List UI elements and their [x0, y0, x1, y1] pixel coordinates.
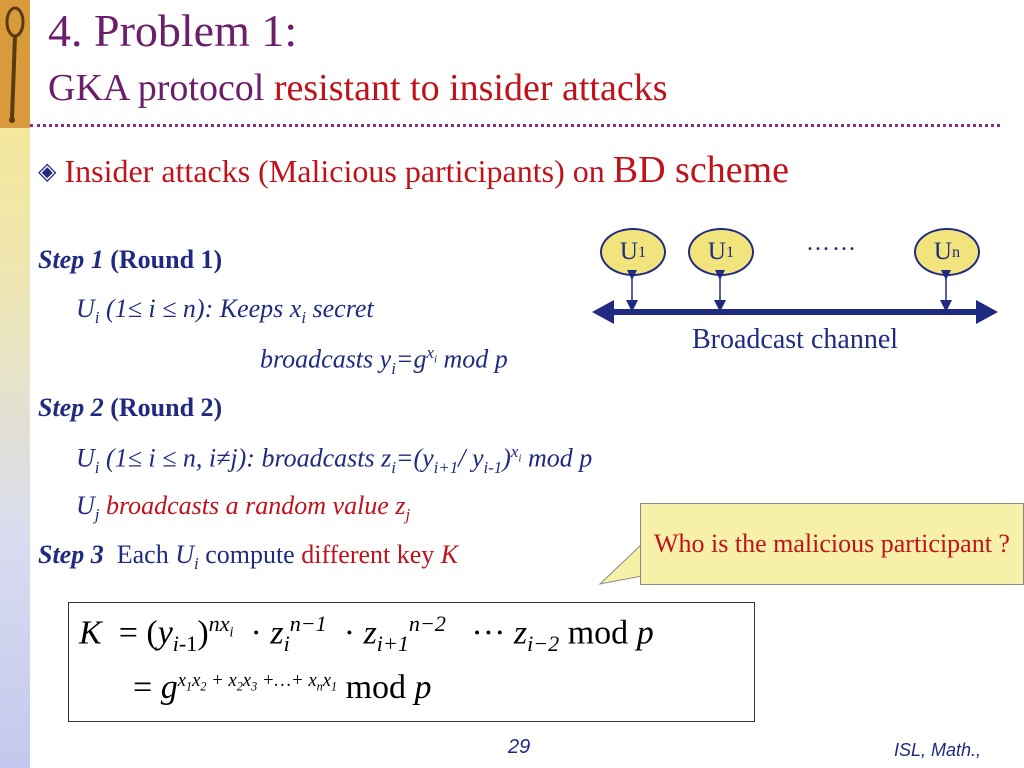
- step3-k: K: [440, 540, 459, 569]
- subtitle-part2: resistant to insider attacks: [273, 67, 668, 109]
- step1-broadcast: broadcasts yi=gxi mod p: [260, 343, 508, 378]
- step2-heading: Step 2 (Round 2): [38, 393, 222, 423]
- step3-compute: compute: [205, 540, 295, 569]
- step1-keeps-text: (1≤ i ≤ n): Keeps: [105, 294, 284, 323]
- step1-mod: mod p: [443, 344, 508, 374]
- step3-line: Step 3 Each Ui compute different key K: [38, 540, 459, 574]
- step2-malicious: Uj broadcasts a random value zj: [76, 491, 411, 525]
- step2-eq: =(y: [395, 443, 434, 473]
- title-separator: [30, 124, 1000, 127]
- step1-broadcast-text: broadcasts y: [260, 344, 392, 374]
- channel-arrow-left-icon: [592, 300, 614, 324]
- page-number: 29: [508, 736, 531, 758]
- user-subscript: 1: [725, 242, 735, 261]
- sidebar-gradient: [0, 0, 30, 768]
- step2-mod: mod p: [527, 443, 593, 473]
- step2-malicious-text: broadcasts a random value z: [105, 491, 406, 520]
- step1-eq: =g: [395, 344, 427, 374]
- step3-label: Step 3: [38, 540, 104, 569]
- diamond-bullet-icon: ◈: [38, 159, 57, 185]
- step2-round: (Round 2): [110, 393, 223, 422]
- step3-each: Each: [116, 540, 169, 569]
- user-label: U: [707, 238, 726, 265]
- user-subscript: 1: [637, 242, 647, 261]
- key-formula-box: K = (yi-1)nxi · zin−1 · zi+1n−2 ··· zi−2…: [68, 602, 755, 722]
- diagram-ellipsis: ……: [806, 230, 858, 256]
- broadcast-channel-label: Broadcast channel: [692, 324, 899, 355]
- callout-text: Who is the malicious participant ?: [654, 529, 1010, 558]
- subtitle-part1: GKA protocol: [48, 67, 265, 109]
- user-subscript: n: [951, 242, 961, 261]
- bullet-emphasis: BD scheme: [612, 149, 789, 191]
- step2-broadcast: Ui (1≤ i ≤ n, i≠j): broadcasts zi=(yi+1/…: [76, 442, 593, 477]
- footer-text: ISL, Math.,: [894, 740, 982, 760]
- step2-label: Step 2: [38, 393, 104, 422]
- formula-line2: = gx1x2 + x2x3 +…+ xnx1 mod p: [133, 669, 432, 706]
- user-label: U: [933, 238, 952, 265]
- step2-cond-text: (1≤ i ≤ n, i≠j): broadcasts z: [105, 443, 392, 473]
- step1-keeps: Ui (1≤ i ≤ n): Keeps xi secret: [76, 294, 374, 328]
- step2-slash: / y: [458, 443, 484, 473]
- broadcast-channel-diagram: [592, 270, 998, 324]
- malicious-participant-callout: Who is the malicious participant ?: [640, 503, 1024, 585]
- slide-subtitle: GKA protocol resistant to insider attack…: [48, 66, 668, 110]
- rope-decoration: [0, 0, 30, 128]
- step1-secret-text: secret: [312, 294, 374, 323]
- bullet-text: Insider attacks (Malicious participants)…: [64, 153, 605, 189]
- step3-different-key: different key: [301, 540, 435, 569]
- user-label: U: [619, 238, 638, 265]
- callout-pointer: [598, 542, 644, 585]
- step1-heading: Step 1 (Round 1): [38, 245, 222, 275]
- channel-arrow-right-icon: [976, 300, 998, 324]
- slide-title: 4. Problem 1:: [48, 5, 298, 56]
- step2-close: ): [502, 443, 511, 473]
- step1-round: (Round 1): [110, 245, 223, 274]
- formula-line1: K = (yi-1)nxi · zin−1 · zi+1n−2 ··· zi−2…: [79, 611, 654, 657]
- step1-label: Step 1: [38, 245, 104, 274]
- rope-icon: [5, 6, 25, 123]
- bullet-line: ◈ Insider attacks (Malicious participant…: [38, 148, 789, 192]
